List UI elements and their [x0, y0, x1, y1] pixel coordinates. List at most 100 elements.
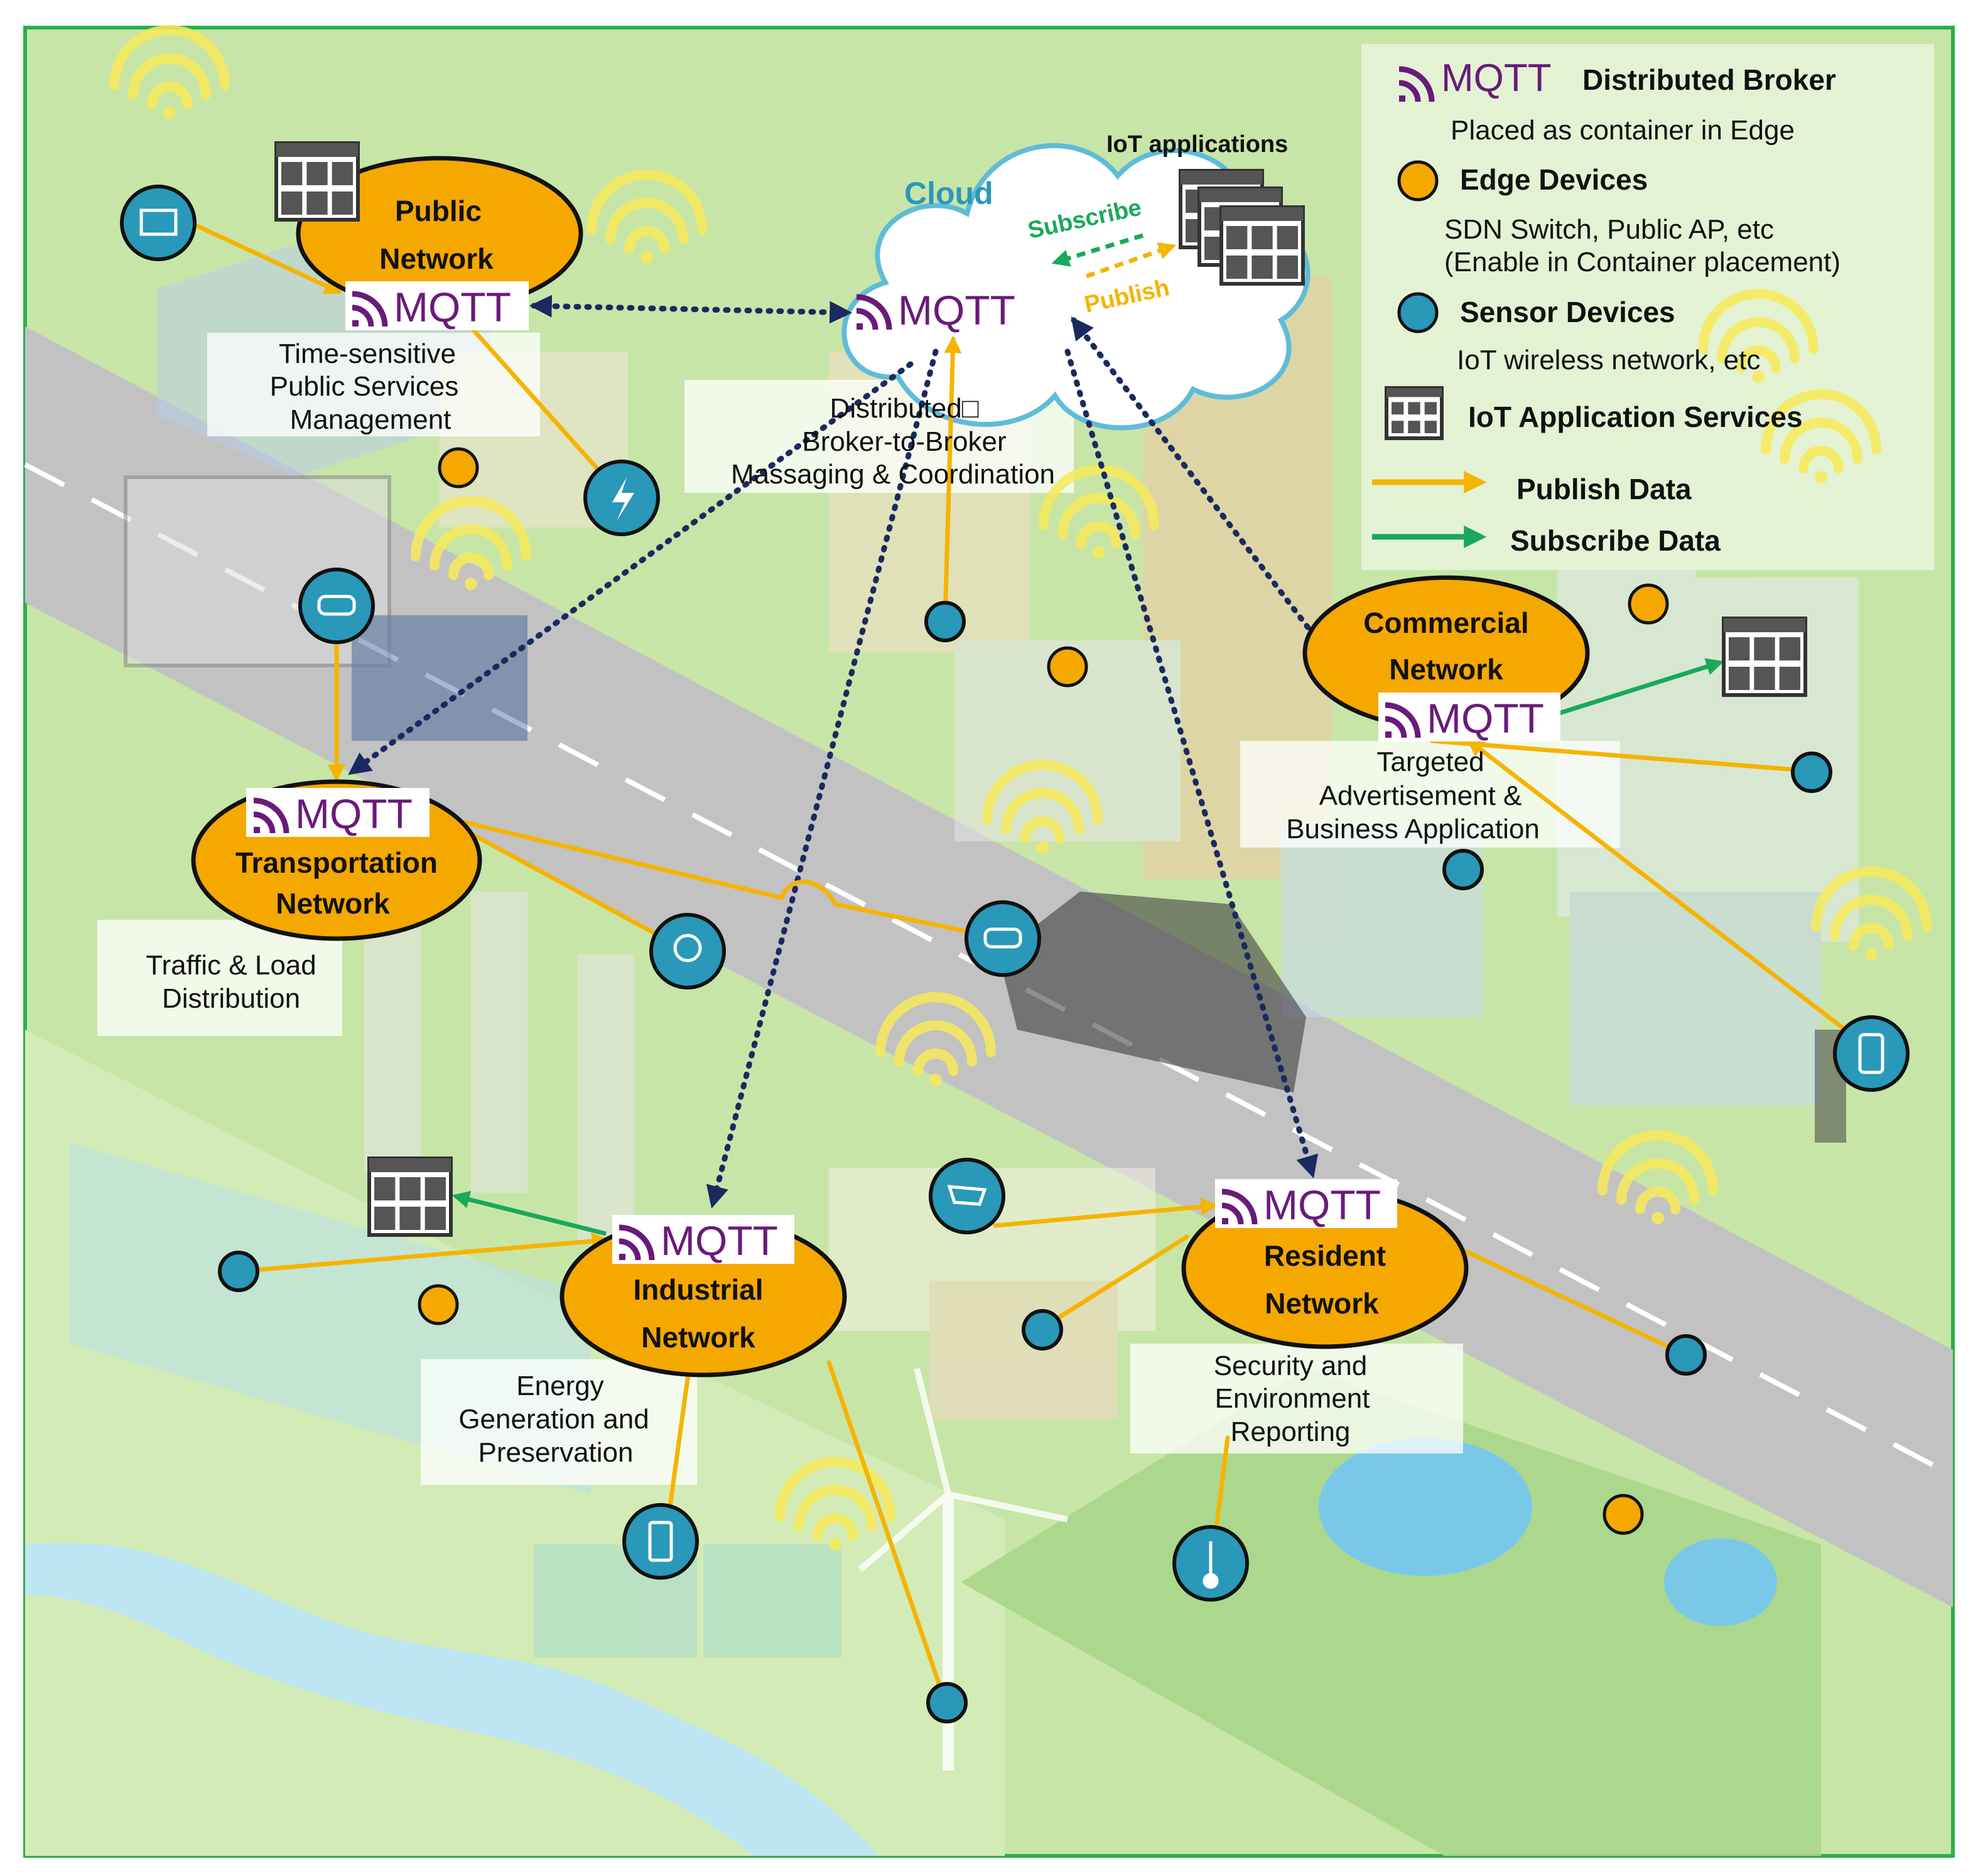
cloud-title: Cloud	[904, 176, 993, 211]
wifi-signals	[109, 25, 1932, 1551]
svg-text:Business Application: Business Application	[1286, 814, 1540, 844]
link-public-cloud	[529, 294, 853, 324]
svg-text:Traffic & Load: Traffic & Load	[146, 950, 316, 981]
svg-text:Distributed□: Distributed□	[830, 393, 979, 424]
svg-text:Environment: Environment	[1214, 1383, 1370, 1414]
sensor-car-2	[965, 900, 1041, 977]
bulb-icon	[673, 934, 702, 962]
svg-text:Massaging & Coordination: Massaging & Coordination	[731, 459, 1055, 490]
svg-text:Energy: Energy	[516, 1371, 603, 1401]
captions: Time-sensitive Public Services Managemen…	[146, 338, 1540, 1468]
wifi-icon	[109, 25, 230, 119]
industrial-net-line2: Network	[641, 1321, 755, 1354]
svg-text:Reporting: Reporting	[1231, 1416, 1351, 1447]
wind-turbine	[858, 1367, 1069, 1771]
link-cloud-industrial	[706, 348, 939, 1209]
mqtt-logo-text: MQTT	[898, 287, 1015, 333]
svg-text:Broker-to-Broker: Broker-to-Broker	[802, 426, 1006, 457]
cloud-publish-arrow	[1085, 242, 1177, 279]
camera-icon	[947, 1185, 987, 1206]
legend-edge-desc2: (Enable in Container placement)	[1444, 247, 1841, 278]
mqtt-logo-text: MQTT	[295, 790, 413, 837]
wifi-icon	[982, 760, 1103, 854]
battery-icon	[648, 1521, 673, 1562]
app-service-icons	[274, 141, 1807, 1237]
svg-text:Distribution: Distribution	[162, 983, 300, 1014]
subscribe-links	[451, 658, 1724, 1236]
public-net-line2: Network	[379, 242, 494, 275]
legend-edge-title: Edge Devices	[1460, 163, 1648, 196]
svg-text:Advertisement &: Advertisement &	[1319, 780, 1522, 811]
river	[25, 1542, 879, 1856]
park	[961, 1369, 1821, 1856]
legend-app-title: IoT Application Services	[1468, 401, 1803, 433]
park-pond	[1319, 1438, 1532, 1576]
link-cloud-transport	[348, 361, 914, 775]
commercial-net-line1: Commercial	[1363, 606, 1528, 639]
legend-edge-desc1: SDN Switch, Public AP, etc	[1444, 214, 1774, 245]
svg-text:Preservation: Preservation	[478, 1437, 633, 1468]
lightning-icon	[612, 477, 634, 521]
legend-subscribe-label: Subscribe Data	[1510, 524, 1721, 557]
caption-boxes	[97, 333, 1620, 1485]
legend-sensor-title: Sensor Devices	[1460, 296, 1675, 328]
app-icon-legend	[1385, 386, 1444, 440]
cloud-subscribe-arrow	[1051, 233, 1144, 267]
resident-net-line1: Resident	[1264, 1239, 1386, 1272]
wifi-icon	[1811, 866, 1932, 961]
edge-devices	[418, 447, 1669, 1535]
wifi-icon	[1698, 289, 1819, 383]
legend-edge-dot	[1397, 160, 1439, 202]
svg-text:Targeted: Targeted	[1376, 747, 1484, 777]
wifi-icon	[411, 496, 531, 590]
wifi-icon	[1597, 1130, 1718, 1224]
network-names: Public Network Transportation Network Co…	[235, 195, 1529, 1354]
sensor-devices	[120, 185, 1910, 1723]
publish-links	[192, 222, 1877, 1704]
phone-icon	[1858, 1033, 1884, 1074]
legend-broker-logo: MQTT	[1441, 57, 1552, 100]
svg-text:Management: Management	[290, 404, 451, 435]
wifi-icon	[875, 992, 996, 1086]
car-icon	[317, 595, 356, 616]
svg-text:Time-sensitive: Time-sensitive	[279, 338, 456, 369]
sensor-car-1	[298, 568, 375, 644]
resident-net-line2: Network	[1265, 1287, 1379, 1320]
legend-broker-desc: Placed as container in Edge	[1451, 115, 1795, 146]
sensor-camera	[929, 1158, 1005, 1234]
mqtt-logo-commercial: MQTT	[1385, 695, 1544, 741]
car-icon-2	[983, 927, 1022, 949]
wifi-icon	[1761, 389, 1881, 483]
mqtt-logo-public: MQTT	[352, 284, 511, 330]
mqtt-logo-text: MQTT	[1263, 1182, 1381, 1228]
commercial-net-line2: Network	[1389, 653, 1503, 686]
svg-text:Public Services: Public Services	[270, 371, 459, 402]
monitor-icon	[139, 208, 178, 236]
mqtt-logo-legend-icon	[1398, 66, 1435, 102]
cloud-apps-label: IoT applications	[1106, 131, 1288, 158]
svg-text:Generation and: Generation and	[458, 1404, 649, 1435]
mqtt-logo-industrial: MQTT	[619, 1217, 778, 1264]
app-icon-public	[274, 141, 360, 222]
park-pond-small	[1664, 1538, 1777, 1626]
transport-net-line1: Transportation	[235, 846, 438, 879]
transport-net-line2: Network	[276, 887, 390, 920]
sensor-light	[649, 913, 726, 989]
mqtt-logo-resident: MQTT	[1221, 1182, 1381, 1228]
legend-publish-label: Publish Data	[1516, 473, 1692, 505]
app-icon-cloud	[1219, 205, 1305, 286]
sensor-phone	[1833, 1015, 1910, 1092]
wifi-icon	[775, 1457, 895, 1551]
wifi-icon	[586, 170, 707, 264]
mqtt-logo-text: MQTT	[1427, 695, 1544, 741]
svg-text:Security and: Security and	[1214, 1350, 1368, 1381]
industrial-net-line1: Industrial	[633, 1273, 763, 1306]
public-net-line1: Public	[395, 195, 482, 227]
app-icon-industrial	[367, 1156, 453, 1237]
mqtt-logo-text: MQTT	[394, 284, 511, 330]
sensor-battery	[622, 1503, 699, 1580]
mqtt-logo-cloud: MQTT	[856, 287, 1015, 333]
legend-sensor-dot	[1397, 292, 1439, 333]
mqtt-logo-transportation: MQTT	[253, 790, 413, 837]
